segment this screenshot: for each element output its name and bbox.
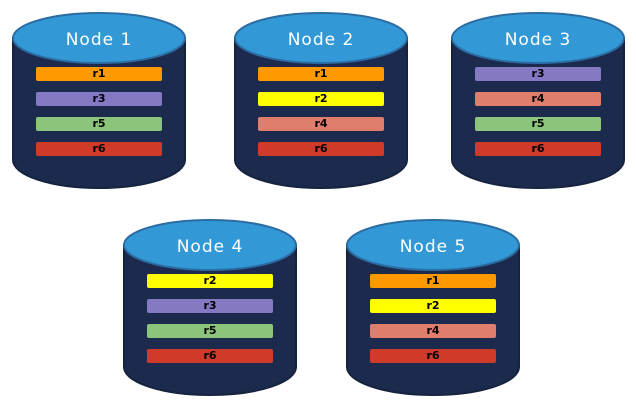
replica-bar-r1[interactable]: r1 — [258, 67, 384, 81]
node-4-replica-list: r2 r3 r5 r6 — [147, 274, 273, 363]
replica-bar-r6[interactable]: r6 — [475, 142, 601, 156]
replica-bar-r6[interactable]: r6 — [258, 142, 384, 156]
replica-bar-r6[interactable]: r6 — [36, 142, 162, 156]
replica-bar-r4[interactable]: r4 — [370, 324, 496, 338]
replica-bar-r2[interactable]: r2 — [147, 274, 273, 288]
node-2-replica-list: r1 r2 r4 r6 — [258, 67, 384, 156]
replica-bar-r6[interactable]: r6 — [370, 349, 496, 363]
node-1-replica-list: r1 r3 r5 r6 — [36, 67, 162, 156]
replica-bar-r2[interactable]: r2 — [370, 299, 496, 313]
node-3-replica-list: r3 r4 r5 r6 — [475, 67, 601, 156]
replica-bar-r3[interactable]: r3 — [475, 67, 601, 81]
cylinder-top — [451, 12, 625, 64]
replica-bar-r3[interactable]: r3 — [36, 92, 162, 106]
cylinder-top — [12, 12, 186, 64]
replica-bar-r4[interactable]: r4 — [475, 92, 601, 106]
cylinder-top — [234, 12, 408, 64]
replica-bar-r2[interactable]: r2 — [258, 92, 384, 106]
replica-bar-r5[interactable]: r5 — [36, 117, 162, 131]
replica-bar-r4[interactable]: r4 — [258, 117, 384, 131]
replica-bar-r1[interactable]: r1 — [370, 274, 496, 288]
replica-bar-r1[interactable]: r1 — [36, 67, 162, 81]
replica-bar-r3[interactable]: r3 — [147, 299, 273, 313]
replica-bar-r6[interactable]: r6 — [147, 349, 273, 363]
cylinder-top — [346, 219, 520, 271]
replica-bar-r5[interactable]: r5 — [147, 324, 273, 338]
node-5-replica-list: r1 r2 r4 r6 — [370, 274, 496, 363]
cylinder-top — [123, 219, 297, 271]
replica-bar-r5[interactable]: r5 — [475, 117, 601, 131]
